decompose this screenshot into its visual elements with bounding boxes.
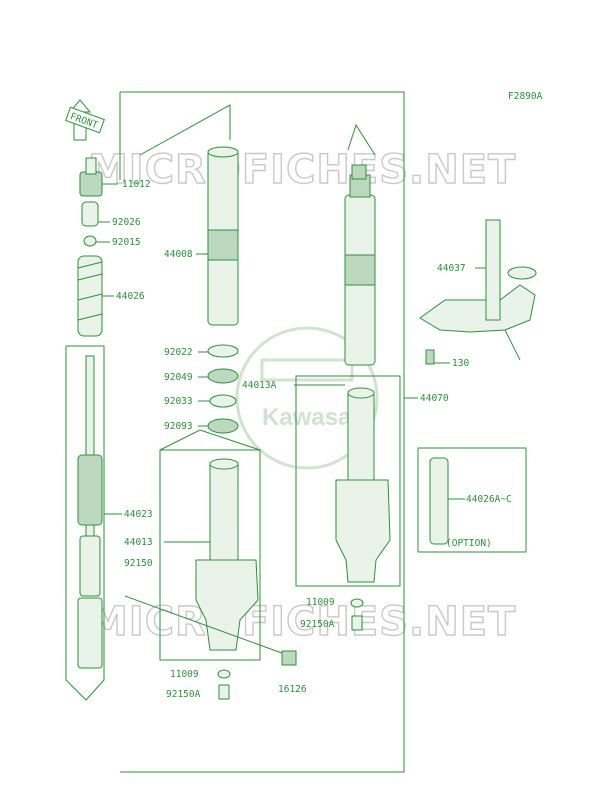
label-11009b: 11009 — [306, 597, 335, 608]
label-44013: 44013 — [124, 537, 153, 548]
label-44026ac: 44026A~C — [466, 494, 512, 505]
label-44026: 44026 — [116, 291, 145, 302]
main-frame — [65, 91, 527, 773]
part-92015-nut — [83, 235, 97, 247]
part-44026ac-spring — [429, 457, 449, 545]
part-92093-seal — [207, 418, 239, 434]
part-11009b-washer — [350, 598, 364, 608]
part-11009-washer — [217, 669, 231, 679]
part-labels: 11012 92026 92015 44026 44008 92022 9204… — [112, 179, 512, 700]
label-44013a: 44013A — [242, 380, 277, 391]
part-92150ab-bolt — [351, 615, 363, 631]
part-44023-tube — [77, 597, 103, 669]
label-92150a: 92150A — [166, 689, 201, 700]
part-92150a-bolt — [218, 684, 230, 700]
kawasaki-logo-ring — [235, 326, 379, 470]
upper-tubes — [207, 146, 376, 366]
label-44037: 44037 — [437, 263, 466, 274]
watermark-top: MICROFICHES.NET — [88, 147, 516, 193]
part-44026-spring — [77, 255, 103, 337]
left-column-parts — [77, 157, 103, 669]
part-44037-stem-tube — [485, 219, 501, 321]
label-92033: 92033 — [164, 396, 193, 407]
part-92049-seal — [207, 368, 239, 384]
watermark-bottom: MICROFICHES.NET — [88, 599, 516, 645]
figure-code: F2890A — [508, 91, 543, 102]
front-arrow-icon: FRONT — [65, 99, 105, 141]
label-44008: 44008 — [164, 249, 193, 260]
part-11012-cap — [79, 171, 103, 197]
label-44070: 44070 — [420, 393, 449, 404]
part-130-bolt — [425, 349, 435, 365]
label-92015: 92015 — [112, 237, 141, 248]
label-11012: 11012 — [122, 179, 151, 190]
label-92026: 92026 — [112, 217, 141, 228]
part-11012-stem — [85, 157, 97, 175]
part-44070-lower-leg — [335, 479, 391, 583]
label-16126: 16126 — [278, 684, 307, 695]
part-92022-washer — [207, 344, 239, 358]
seal-parts — [207, 344, 239, 434]
part-44023-body — [77, 454, 103, 526]
steering-stem — [419, 219, 537, 545]
label-44023: 44023 — [124, 509, 153, 520]
part-16126-cap — [281, 650, 297, 666]
kawasaki-logo-mark — [260, 358, 354, 382]
part-44037-stem-bracket — [419, 284, 536, 333]
leader-lines — [96, 183, 486, 543]
label-92150ab: 92150A — [300, 619, 335, 630]
part-92026-spacer — [81, 201, 99, 227]
watermark-group: MICROFICHES.NET MICROFICHES.NET Kawasaki — [87, 146, 516, 645]
part-92150-bolt — [124, 595, 291, 657]
label-92049: 92049 — [164, 372, 193, 383]
label-92093: 92093 — [164, 421, 193, 432]
label-130: 130 — [452, 358, 469, 369]
label-92022: 92022 — [164, 347, 193, 358]
part-44023-cartridge — [79, 535, 101, 597]
label-92150: 92150 — [124, 558, 153, 569]
option-label: (OPTION) — [446, 538, 492, 549]
small-parts — [124, 595, 364, 700]
part-92033-ring — [209, 394, 237, 408]
label-11009a: 11009 — [170, 669, 199, 680]
